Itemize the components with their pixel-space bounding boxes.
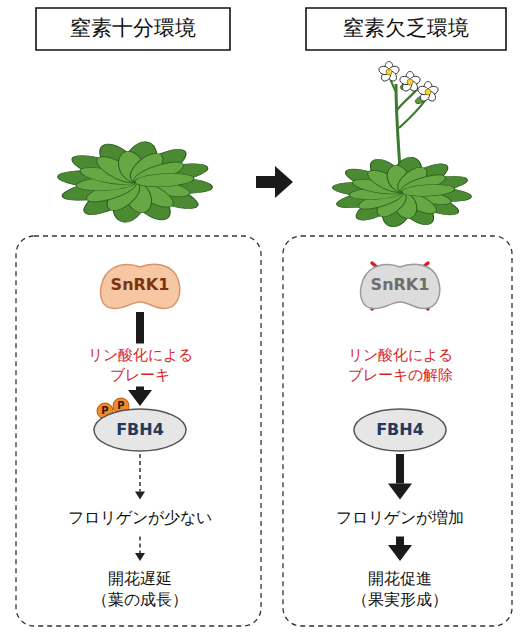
node-text: （葉の成長） [92, 590, 188, 611]
kinase-blob: SnRK1 [97, 260, 183, 310]
dashed-arrow [139, 537, 140, 554]
protein-ellipse: FBH4 [353, 408, 447, 452]
thick-arrow [396, 454, 404, 484]
flower-icons [378, 62, 439, 103]
node-text: （果実形成） [352, 590, 448, 611]
node-text: FBH4 [376, 420, 424, 441]
result-text: 開花促進（果実形成） [344, 563, 456, 617]
phosphate-label: P [101, 406, 108, 416]
title-box: 窒素欠乏環境 [306, 8, 506, 50]
brake-release-label: リン酸化による ブレーキの解除 [337, 346, 463, 385]
node-text: フロリゲンが少ない [68, 508, 212, 529]
rosette-plant [56, 141, 215, 224]
result-text: フロリゲンが増加 [328, 502, 472, 535]
phosphate-label: P [117, 401, 124, 411]
brake-label: リン酸化による ブレーキ [62, 344, 218, 387]
node-text: FBH4 [116, 420, 164, 441]
dashed-arrow [139, 454, 140, 492]
node-text: 窒素欠乏環境 [343, 15, 469, 42]
thick-arrow [396, 537, 404, 546]
title-box: 窒素十分環境 [36, 8, 230, 50]
node-text: SnRK1 [371, 275, 430, 296]
transition-arrow [256, 166, 293, 198]
state-panel [283, 236, 512, 626]
node-text: フロリゲンが増加 [336, 508, 464, 529]
node-text: 窒素十分環境 [70, 15, 196, 42]
result-text: 開花遅延（葉の成長） [84, 563, 196, 617]
kinase-blob: SnRK1 [357, 260, 443, 310]
state-panel [16, 236, 261, 626]
node-text: 開花遅延 [108, 569, 172, 590]
flowering-plant [331, 74, 474, 228]
result-text: フロリゲンが少ない [60, 502, 220, 535]
node-text: SnRK1 [111, 275, 170, 296]
node-text: 開花促進 [368, 569, 432, 590]
